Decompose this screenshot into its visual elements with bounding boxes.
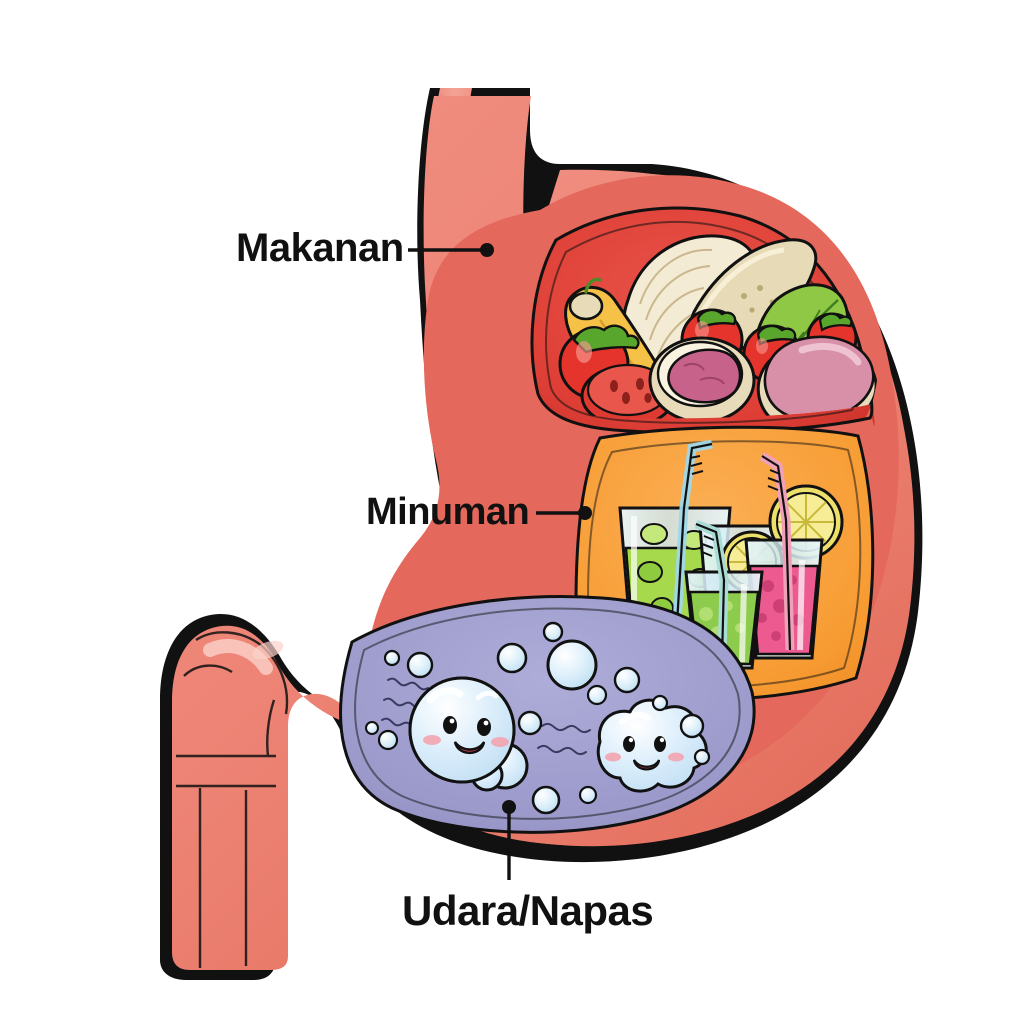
leader-lines-group (408, 243, 592, 880)
gas-bubbles (365, 621, 711, 815)
gas-items-group (365, 621, 711, 815)
food-items-group (558, 234, 878, 419)
label-minuman: Minuman (366, 491, 530, 533)
gas-face-left (408, 676, 529, 792)
leader-line-minuman (536, 506, 592, 520)
gas-face-right (596, 698, 708, 793)
food-ham-slice-round (648, 336, 756, 419)
drink-small-green (684, 519, 764, 670)
leader-line-udara (502, 800, 516, 880)
food-chamber (530, 206, 878, 435)
gas-chamber (339, 595, 756, 834)
duodenum-highlight (203, 639, 284, 675)
leader-line-makanan (408, 243, 494, 257)
label-udara-napas: Udara/Napas (402, 887, 654, 934)
vapor-lines (381, 677, 591, 755)
label-makanan: Makanan (236, 226, 404, 270)
drink-pink (744, 452, 824, 660)
